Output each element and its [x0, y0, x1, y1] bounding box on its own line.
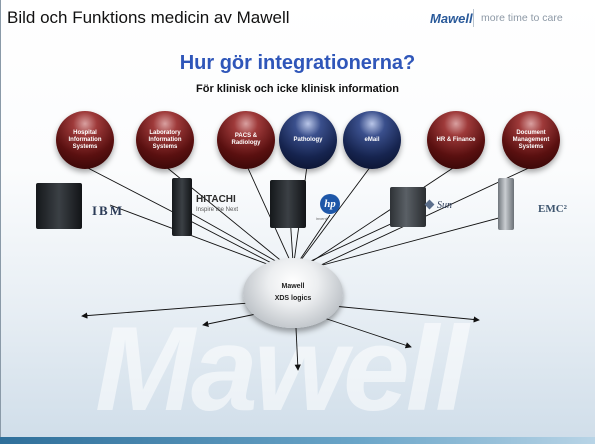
server-rack-emc — [498, 178, 514, 230]
orb-hr-finance: HR & Finance — [427, 111, 485, 169]
connector-line-storage-1 — [109, 204, 284, 271]
brand-divider — [473, 9, 474, 27]
output-arrow-right — [332, 305, 480, 323]
connector-line-hr — [301, 165, 457, 269]
sun-logo: Sun — [437, 200, 452, 211]
main-title: Hur gör integrationerna? — [179, 52, 416, 74]
output-arrow-far-left — [81, 301, 263, 319]
server-rack-ibm — [36, 183, 82, 229]
orb-label: Laboratory Information Systems — [148, 129, 182, 150]
hub-label-line-2: XDS logics — [274, 295, 312, 302]
orb-label: HR & Finance — [436, 136, 476, 143]
orb-label: Document Management Systems — [512, 129, 550, 150]
ibm-logo: IBM — [92, 203, 124, 218]
orb-label: Hospital Information Systems — [68, 129, 102, 150]
brand-tagline: more time to care — [481, 12, 563, 24]
orb-email: eMail — [343, 111, 401, 169]
server-rack-hp — [270, 180, 306, 228]
orb-laboratory-information-systems: Laboratory Information Systems — [136, 111, 194, 169]
server-rack-hitachi — [172, 178, 192, 236]
connector-line-storage-4 — [296, 214, 331, 265]
hub-label-line-1: Mawell — [281, 283, 305, 290]
orb-label: eMail — [364, 136, 380, 143]
hitachi-logo: HITACHI Inspire the Next — [196, 195, 238, 215]
orb-document-management-systems: Document Management Systems — [502, 111, 560, 169]
orb-label: PACS & Radiology — [231, 133, 261, 146]
hitachi-logo-text: HITACHI — [196, 194, 236, 205]
server-rack-sun — [390, 187, 426, 227]
header-title: Bild och Funktions medicin av Mawell — [7, 8, 290, 27]
brand-logo: Mawell — [430, 11, 473, 26]
orb-pacs-radiology: PACS & Radiology — [217, 111, 275, 169]
output-arrow-down-right — [323, 317, 412, 349]
hitachi-tagline: Inspire the Next — [196, 207, 239, 213]
emc-logo: EMC² — [538, 203, 567, 215]
hp-tagline: invent — [316, 216, 327, 221]
connector-line-email — [297, 165, 372, 265]
hp-logo: hp — [320, 194, 340, 214]
orb-pathology: Pathology — [279, 111, 337, 169]
orb-label: Pathology — [293, 136, 323, 143]
output-arrow-down — [294, 327, 301, 371]
connector-line-pacs — [246, 165, 293, 266]
orb-hospital-information-systems: Hospital Information Systems — [56, 111, 114, 169]
hub-mawell-xds: Mawell XDS logics — [243, 258, 343, 328]
subtitle: För klinisk och icke klinisk information — [196, 83, 399, 95]
connector-line-storage-6 — [303, 214, 511, 271]
connector-line-storage-2 — [184, 209, 289, 269]
